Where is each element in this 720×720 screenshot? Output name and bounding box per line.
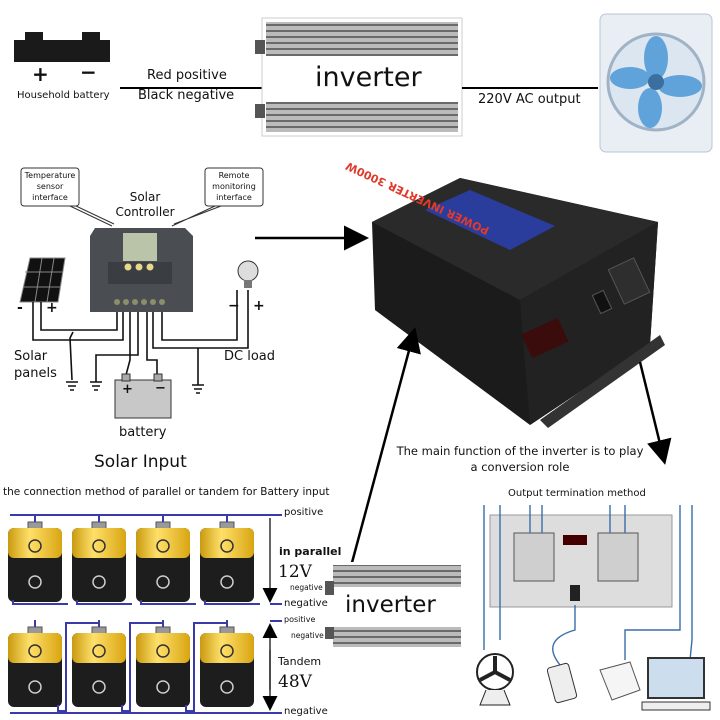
parallel-inverter-negative: negative (290, 583, 323, 592)
callout-lines (20, 167, 264, 227)
parallel-positive: positive (284, 507, 324, 518)
battery-icon (114, 373, 172, 419)
bulb-icon (237, 260, 259, 288)
battery-wire (204, 600, 260, 605)
callout-line: monitoring (212, 182, 256, 191)
battery-wire (185, 622, 227, 712)
tandem-voltage: 48V (278, 672, 312, 692)
load-minus: − (228, 298, 240, 314)
battery-cell-icon (136, 626, 190, 707)
battery-cell-icon (72, 626, 126, 707)
solar-panels-label: Solar panels (14, 348, 57, 382)
callout-line: Temperature (24, 171, 76, 180)
battery-wire (76, 600, 132, 605)
battery-cell-icon (136, 521, 190, 602)
wiring (32, 290, 249, 394)
label-line: Solar (129, 190, 161, 204)
battery-cell-icon (72, 521, 126, 602)
arrow-from-batteries (348, 327, 421, 571)
label-line: Solar (14, 349, 48, 364)
label-line: Controller (115, 205, 175, 219)
power-inverter-icon (372, 178, 665, 428)
battery-wire (57, 622, 99, 712)
inverter-top-icon (255, 17, 463, 137)
battery-wire (12, 600, 68, 605)
ac-output-label: 220V AC output (478, 92, 581, 107)
bus-lines (10, 514, 282, 714)
output-termination-title: Output termination method (508, 488, 646, 499)
load-plus: + (253, 298, 265, 314)
battery-plus: + (32, 62, 49, 86)
connection-title: the connection method of parallel or tan… (3, 486, 330, 498)
output-fan-icon (476, 653, 514, 706)
battery-plus-small: + (122, 382, 133, 397)
remote-monitoring-callout: Remote monitoring interface (205, 170, 263, 203)
solar-panel-icon (19, 257, 66, 303)
battery-cell-icon (200, 626, 254, 707)
battery-minus-small: − (155, 381, 166, 396)
inverter-label-small: inverter (345, 592, 436, 618)
red-positive-label: Red positive (147, 68, 227, 83)
dc-load-label: DC load (224, 349, 276, 364)
callout-line: sensor (36, 182, 64, 191)
tandem-positive: positive (284, 615, 316, 624)
callout-line: Remote (218, 171, 250, 180)
solar-input-title: Solar Input (94, 452, 187, 472)
battery-banks (8, 515, 260, 712)
solar-controller-label: Solar Controller (110, 190, 180, 220)
battery-wire (140, 600, 196, 605)
output-panel-icon (489, 514, 673, 608)
callout-line: interface (32, 193, 68, 202)
inverter-small-icon (325, 562, 462, 650)
function-description: The main function of the inverter is to … (360, 443, 680, 475)
callout-line: interface (216, 193, 252, 202)
output-lamp-icon (599, 661, 641, 701)
fan-icon (599, 13, 713, 153)
household-battery-icon (14, 32, 110, 62)
battery-cell-icon (8, 521, 62, 602)
arrow-to-output (638, 361, 672, 465)
panel-plus: + (46, 300, 58, 316)
tandem-inverter-negative: negative (291, 631, 324, 640)
inverter-label-top: inverter (315, 62, 422, 93)
tandem-mode: Tandem (278, 655, 322, 668)
parallel-negative: negative (284, 598, 328, 609)
parallel-voltage: 12V (278, 562, 312, 582)
text-line: a conversion role (470, 460, 570, 474)
solar-controller-icon (90, 228, 193, 312)
temperature-sensor-callout: Temperature sensor interface (21, 170, 79, 203)
tandem-negative: negative (284, 706, 328, 717)
battery-cell-icon (200, 521, 254, 602)
battery-minus: − (80, 60, 97, 84)
label-line: panels (14, 366, 57, 381)
battery-label: battery (119, 425, 167, 440)
parallel-mode: in parallel (279, 545, 342, 558)
output-phone-icon (546, 662, 578, 704)
household-battery-label: Household battery (17, 90, 110, 101)
battery-cell-icon (8, 626, 62, 707)
text-line: The main function of the inverter is to … (396, 444, 644, 458)
battery-wire (121, 622, 163, 712)
panel-minus: - (17, 300, 23, 316)
black-negative-label: Black negative (138, 88, 235, 103)
output-wiring (483, 505, 693, 666)
output-computer-icon (641, 657, 711, 711)
